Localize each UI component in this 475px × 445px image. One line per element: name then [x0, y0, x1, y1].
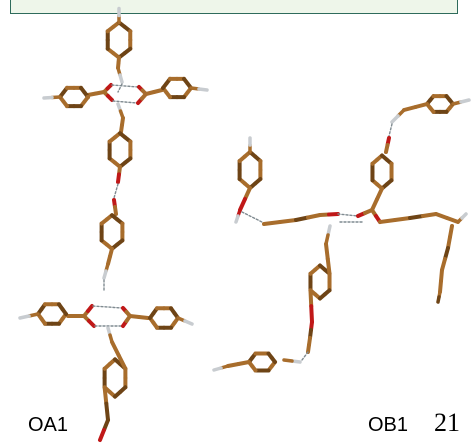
bond — [282, 358, 294, 363]
bond — [18, 314, 31, 320]
bond — [212, 366, 223, 372]
hydrogen-bond — [112, 100, 138, 104]
bond — [98, 428, 106, 442]
bond — [137, 315, 150, 320]
structure-label-ob1: OB1 — [368, 414, 409, 436]
page-number: 21 — [434, 408, 460, 437]
bond — [262, 220, 282, 226]
bond — [459, 98, 471, 104]
bond — [402, 105, 418, 112]
bond — [183, 319, 194, 326]
bond — [306, 213, 322, 220]
bond — [408, 214, 425, 220]
bond — [119, 123, 124, 134]
bond — [324, 242, 330, 261]
bond — [325, 256, 332, 276]
bond — [110, 340, 121, 358]
bond — [113, 389, 123, 399]
bond — [234, 214, 240, 224]
caption-box — [10, 0, 458, 14]
bond — [105, 83, 113, 91]
bond — [238, 197, 247, 212]
bond — [269, 355, 277, 364]
bond — [226, 362, 241, 368]
bond — [104, 401, 110, 422]
bond — [445, 216, 460, 224]
hydrogen-bond — [241, 211, 263, 223]
bond — [106, 94, 114, 102]
bond — [384, 143, 390, 154]
structure-label-oa1: OA1 — [28, 414, 69, 436]
bond — [102, 385, 109, 406]
bond — [87, 319, 96, 328]
bond — [243, 186, 252, 201]
bond — [116, 172, 121, 184]
bond — [318, 292, 327, 301]
bond — [421, 212, 438, 218]
bond — [42, 95, 54, 100]
hydrogen-bond — [111, 84, 139, 88]
bond — [294, 215, 310, 222]
bond — [116, 353, 128, 371]
bond — [378, 218, 397, 224]
structure-ob1 — [212, 94, 471, 373]
bond — [327, 212, 340, 217]
hydrogen-bond — [388, 123, 393, 137]
bond — [393, 216, 412, 222]
hydrogen-bond — [92, 305, 123, 309]
bond — [102, 269, 108, 280]
bond — [460, 212, 468, 220]
bond — [86, 304, 94, 313]
structure-oa1 — [18, 6, 209, 442]
hydrogen-bond — [337, 213, 359, 217]
bond — [308, 288, 314, 309]
bond — [309, 304, 314, 324]
bond — [438, 279, 443, 294]
bond — [60, 307, 68, 316]
hydrogen-bond — [113, 183, 119, 199]
hydrogen-bond — [301, 351, 309, 361]
bond — [390, 114, 400, 124]
bond — [152, 88, 164, 94]
bond — [113, 205, 118, 216]
bond — [197, 87, 209, 92]
bond — [306, 343, 311, 354]
bond — [118, 73, 124, 84]
bond — [278, 218, 298, 224]
bond — [436, 295, 441, 304]
